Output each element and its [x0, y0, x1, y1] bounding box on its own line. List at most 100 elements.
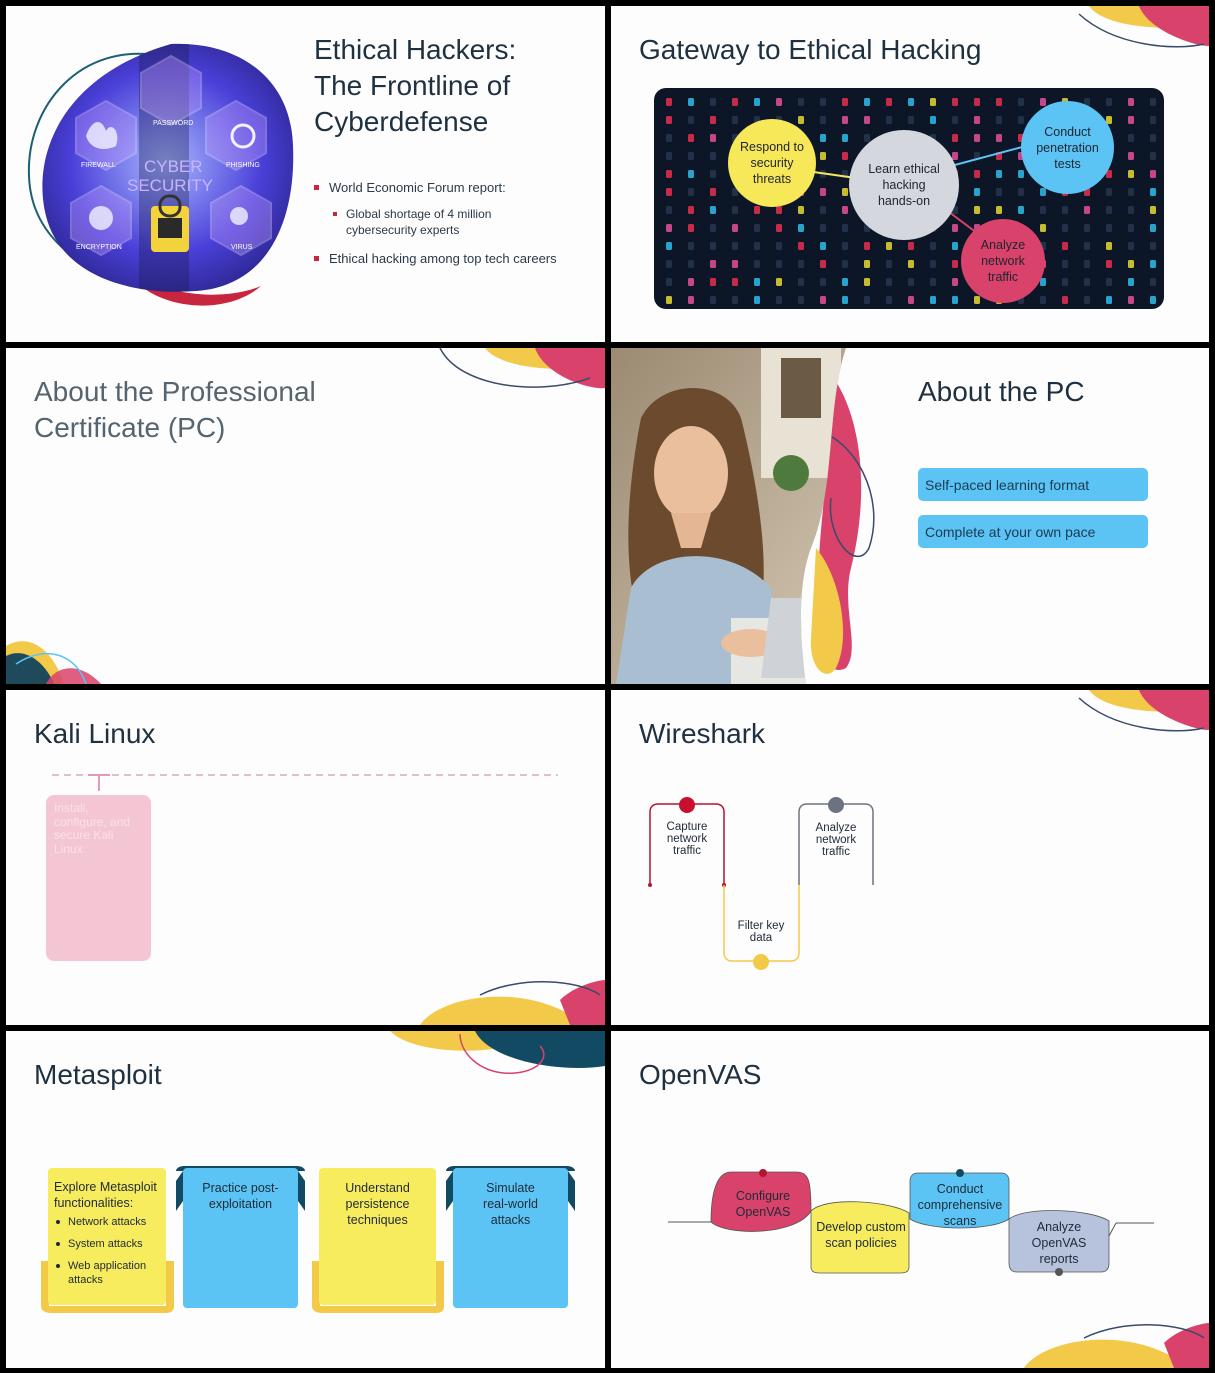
matrix-dot [1128, 98, 1134, 106]
hero-image: PASSWORD FIREWALL PHISHING CYBER SECURIT… [27, 43, 294, 306]
wireshark-step: Capture network traffic [657, 821, 717, 857]
bullet-text: World Economic Forum report: [329, 180, 506, 195]
matrix-dot [974, 206, 980, 214]
matrix-dot [798, 296, 804, 304]
matrix-dot [1128, 170, 1134, 178]
matrix-dot [1084, 278, 1090, 286]
slide-title: Metasploit [34, 1059, 162, 1090]
matrix-dot [798, 242, 804, 250]
matrix-dot [908, 260, 914, 268]
matrix-dot [820, 206, 826, 214]
matrix-dot [1106, 224, 1112, 232]
pc-item: Complete at your own pace [918, 515, 1148, 548]
matrix-dot [798, 278, 804, 286]
matrix-dot [1106, 188, 1112, 196]
matrix-dot [1040, 188, 1046, 196]
matrix-dot [1150, 188, 1156, 196]
pc-item-label: Self-paced learning format [925, 476, 1090, 493]
matrix-dot [996, 206, 1002, 214]
matrix-dot [688, 98, 694, 106]
slide-title: About the Professional Certificate (PC) [34, 374, 316, 446]
matrix-dot [952, 224, 958, 232]
matrix-dot [930, 98, 936, 106]
matrix-dot [1084, 206, 1090, 214]
card-list-item: Web application attacks [54, 1259, 160, 1287]
card-heading: Explore Metasploit functionalities: [54, 1180, 157, 1210]
matrix-dot [886, 260, 892, 268]
openvas-step: Develop custom scan policies [816, 1219, 906, 1251]
matrix-dot [710, 170, 716, 178]
matrix-dot [776, 242, 782, 250]
slide-ethical-hackers[interactable]: PASSWORD FIREWALL PHISHING CYBER SECURIT… [6, 6, 605, 342]
matrix-dot [996, 98, 1002, 106]
metasploit-card: Understand persistence techniques [319, 1168, 436, 1305]
slide-openvas[interactable]: OpenVAS Configure OpenVAS Develop custom… [611, 1031, 1209, 1368]
matrix-dot [798, 206, 804, 214]
matrix-dot [930, 296, 936, 304]
matrix-dot [710, 134, 716, 142]
openvas-step-label: Develop custom scan policies [816, 1220, 906, 1250]
matrix-dot [1106, 116, 1112, 124]
matrix-dot [864, 98, 870, 106]
slide-title: OpenVAS [639, 1059, 762, 1090]
matrix-dot [1062, 278, 1068, 286]
matrix-dot [1040, 224, 1046, 232]
matrix-dot [732, 116, 738, 124]
matrix-dot [798, 260, 804, 268]
matrix-dot [710, 296, 716, 304]
matrix-dot [1106, 278, 1112, 286]
matrix-dot [1150, 116, 1156, 124]
matrix-dot [710, 152, 716, 160]
slide-about-pc[interactable]: About the PC Self-paced learning format … [611, 348, 1209, 684]
matrix-dot [930, 278, 936, 286]
matrix-dot [1150, 152, 1156, 160]
matrix-dot [710, 242, 716, 250]
matrix-dot [1150, 260, 1156, 268]
matrix-dot [776, 296, 782, 304]
matrix-dot [952, 260, 958, 268]
matrix-dot [974, 296, 980, 304]
matrix-dot [1106, 260, 1112, 268]
matrix-dot [710, 260, 716, 268]
metasploit-card: Practice post-exploitation [183, 1168, 298, 1308]
kali-card: Install, configure, and secure Kali Linu… [46, 795, 151, 961]
slide-metasploit[interactable]: Metasploit Explore Metasploit functional… [6, 1031, 605, 1368]
label-virus: VIRUS [231, 244, 253, 251]
slide-about-professional-certificate[interactable]: About the Professional Certificate (PC) [6, 348, 605, 684]
bottom-right-decoration [420, 980, 605, 1025]
matrix-dot [666, 278, 672, 286]
matrix-dot [732, 206, 738, 214]
matrix-dot [688, 188, 694, 196]
matrix-dot [908, 116, 914, 124]
matrix-dot [952, 116, 958, 124]
matrix-dot [864, 242, 870, 250]
bullet-marker [333, 212, 337, 216]
slide-title: Gateway to Ethical Hacking [639, 34, 982, 65]
matrix-dot [688, 224, 694, 232]
matrix-dot [688, 278, 694, 286]
card-heading: Simulate real-world attacks [483, 1181, 538, 1227]
matrix-dot [776, 98, 782, 106]
matrix-dot [842, 206, 848, 214]
bullet-marker [314, 185, 319, 190]
slide-kali-linux[interactable]: Kali Linux Install, configure, and secur… [6, 690, 605, 1025]
label-encryption: ENCRYPTION [76, 244, 122, 251]
wireshark-step: Filter key data [731, 920, 791, 944]
matrix-dot [1106, 170, 1112, 178]
matrix-dot [754, 242, 760, 250]
slide-wireshark[interactable]: Wireshark Capture network traffic Filter… [611, 690, 1209, 1025]
slide-gateway[interactable]: Gateway to Ethical Hacking Respond to se… [611, 6, 1209, 342]
matrix-dot [776, 260, 782, 268]
matrix-dot [820, 152, 826, 160]
student-photo [611, 348, 875, 684]
matrix-dot [776, 278, 782, 286]
openvas-step-label: Conduct comprehensive scans [917, 1182, 1003, 1228]
matrix-dot [754, 206, 760, 214]
matrix-dot [952, 152, 958, 160]
timeline-line [52, 774, 558, 791]
matrix-dot [996, 116, 1002, 124]
matrix-dot [688, 170, 694, 178]
metasploit-card: Explore Metasploit functionalities: Netw… [48, 1168, 166, 1305]
matrix-dot [820, 260, 826, 268]
card-list-item: System attacks [54, 1237, 160, 1251]
